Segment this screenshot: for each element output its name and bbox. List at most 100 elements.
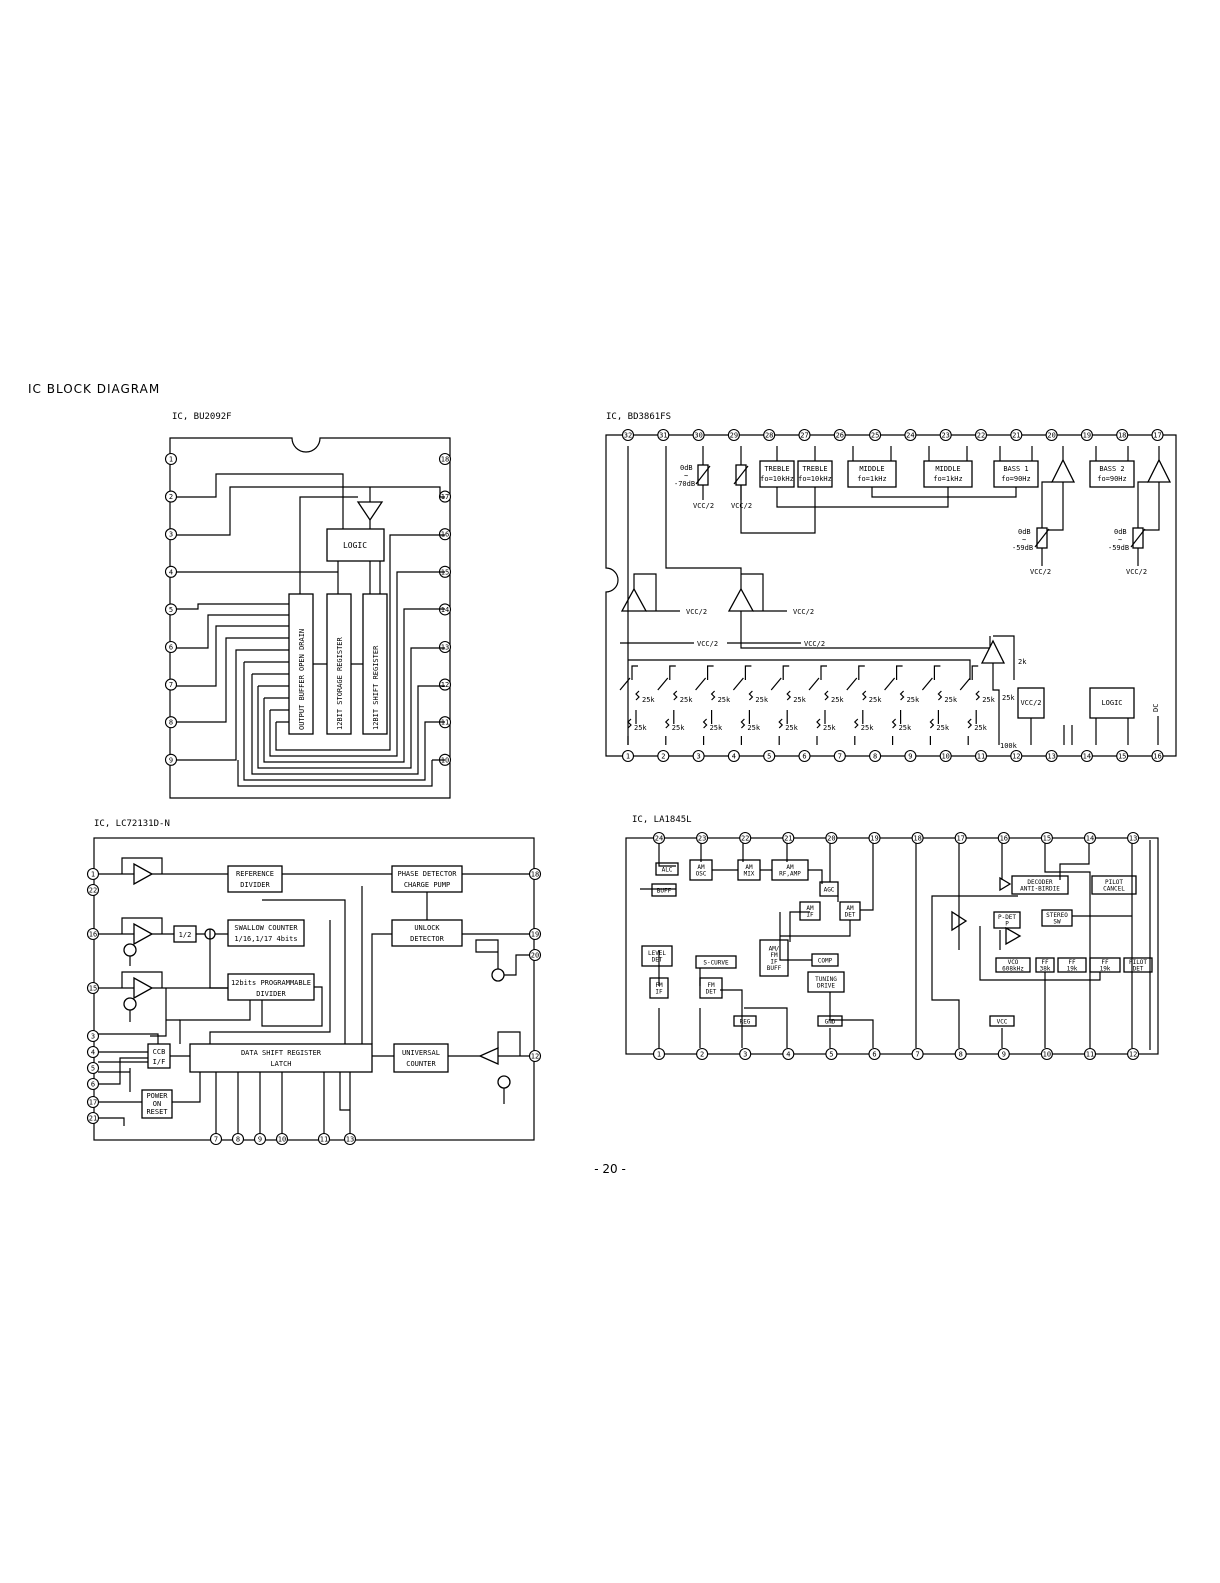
ic1-wire [176, 625, 289, 687]
pin: 3 [692, 749, 705, 763]
pin: 10 [939, 749, 952, 763]
ic4-decoder-label: DECODER [1027, 879, 1053, 886]
ic2-treble2-fo: fo=10kHz [798, 475, 832, 483]
ic4-ff-19k-1-label: FF [1068, 959, 1076, 966]
pin: 12 [1010, 749, 1023, 763]
ic3-power-on-reset-block [141, 1089, 173, 1119]
pin: 7 [164, 678, 178, 691]
ic1-logic-label: LOGIC [343, 541, 367, 550]
pin-label: 2 [700, 1051, 704, 1059]
pin-label: 10 [1043, 1051, 1051, 1059]
ic3-universal-counter-label: UNIVERSAL [402, 1049, 440, 1057]
pin-label: 6 [169, 644, 173, 652]
pin-label: 7 [915, 1051, 919, 1059]
pin: 16 [1151, 749, 1164, 763]
pin: 30 [692, 428, 705, 442]
ic2-middle1-label: MIDDLE [859, 465, 884, 473]
pin-label: 17 [956, 835, 964, 843]
ic3-reference-divider-label2: DIVIDER [240, 881, 270, 889]
pin-label: 9 [169, 756, 173, 764]
ic1-wire [237, 759, 445, 787]
pin-label: 14 [1083, 753, 1091, 761]
pin: 4 [164, 565, 178, 578]
ic1-wire [176, 561, 339, 594]
pin: 2 [164, 490, 178, 503]
pin-label: 20 [531, 952, 539, 960]
pin-label: 13 [346, 1136, 354, 1144]
pin-label: 10 [278, 1136, 286, 1144]
ic4-amfm-if-buff-label: AM/ [769, 946, 780, 953]
ic3-reference-divider-block [227, 865, 283, 893]
pin: 10 [275, 1132, 289, 1146]
pin: 17 [86, 1095, 100, 1109]
pin: 15 [1040, 831, 1053, 845]
pin-label: 9 [258, 1136, 262, 1144]
pin-label: 14 [441, 606, 449, 614]
pin-label: 5 [91, 1065, 95, 1073]
ic4-fm-det-label: FM [707, 982, 715, 989]
pin: 22 [974, 428, 988, 442]
ic2-switch-res: 25k [747, 724, 760, 732]
ic3-title: IC, LC72131D-N [94, 819, 170, 829]
ic3-phase-detector-label2: CHARGE PUMP [404, 881, 450, 889]
ic4-buff-block: BUFF [651, 883, 677, 897]
ic4-am-rf-label: RF,AMP [779, 871, 801, 878]
pin: 3 [164, 528, 178, 541]
ic3-power-on-reset-label: POWER [146, 1092, 168, 1100]
pin-label: 4 [169, 568, 173, 576]
ic1-wire [369, 561, 381, 594]
ic1-wire [257, 647, 445, 769]
ic3-data-shift-register-label2: LATCH [270, 1060, 291, 1068]
pin: 16 [997, 831, 1010, 845]
pin: 7 [833, 749, 846, 763]
pin: 6 [86, 1077, 100, 1091]
pin-label: 12 [531, 1053, 539, 1061]
pin: 8 [954, 1047, 967, 1061]
ic2-wire [740, 485, 1017, 534]
pin: 2 [657, 749, 670, 763]
pin-label: 16 [1153, 753, 1161, 761]
ic2-treble1-fo: fo=10kHz [760, 475, 794, 483]
pin: 4 [86, 1045, 100, 1059]
pin: 28 [763, 428, 776, 442]
ic1-storage-register-block [326, 593, 352, 735]
ic4-am-det-label: AM [846, 905, 854, 912]
pin-label: 5 [169, 606, 173, 614]
pin-label: 22 [977, 432, 985, 440]
ic3-mos-symbol [123, 943, 137, 957]
ic4-p-det-label: P-DET [998, 914, 1016, 921]
ic2-switch-res: 25k [869, 696, 882, 704]
pin: 9 [997, 1047, 1010, 1061]
pin-label: 10 [941, 753, 949, 761]
ic4-reg-label: REG [740, 1018, 751, 1025]
pin-label: 7 [214, 1136, 218, 1144]
ic2-bass-tilde: ~ [1022, 536, 1026, 544]
pin: 24 [904, 428, 917, 442]
ic3-unlock-detector-label2: DETECTOR [410, 935, 445, 943]
pin: 20 [825, 831, 838, 845]
ic4-package-outline [625, 837, 1159, 1055]
ic4-amp [999, 876, 1012, 892]
pin-label: 20 [827, 835, 835, 843]
pin-label: 2 [661, 753, 665, 761]
ic1-output-buffer-block [288, 593, 314, 735]
ic2-title: IC, BD3861FS [606, 412, 671, 422]
ic2-input-opamp [727, 587, 755, 612]
pin: 6 [868, 1047, 881, 1061]
pin-label: 20 [1047, 432, 1055, 440]
ic3-data-shift-register-block [189, 1043, 373, 1073]
ic2-middle2-fo: fo=1kHz [933, 475, 963, 483]
ic2-vcc2-label: VCC/2 [686, 608, 707, 616]
pin-label: 4 [91, 1049, 95, 1057]
pin: 19 [868, 831, 881, 845]
